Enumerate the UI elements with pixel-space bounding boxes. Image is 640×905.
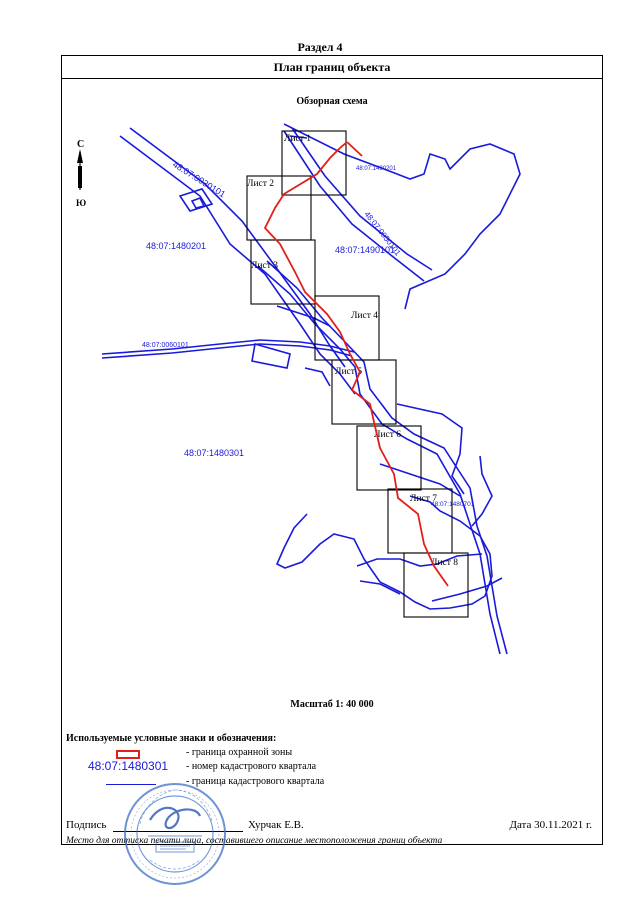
sheet-labels: Лист 1 Лист 2 Лист 3 Лист 4 Лист 5 Лист … xyxy=(247,134,458,568)
cadastral-numbers: 48:07:0030101 48:07:1490201 48:07:005010… xyxy=(142,159,475,508)
legend-text: - номер кадастрового квартала xyxy=(186,761,317,772)
map-scale: Масштаб 1: 40 000 xyxy=(290,699,374,710)
stamp-footnote: Место для оттиска печати лица, составивш… xyxy=(66,836,443,846)
legend-blue-line-icon xyxy=(66,776,186,790)
svg-text:С: С xyxy=(77,139,84,150)
cadastral-number: 48:07:1480701 xyxy=(431,501,475,508)
section-title: Раздел 4 xyxy=(297,40,343,54)
sheet-label: Лист 4 xyxy=(351,311,378,321)
signer-name: Хурчак Е.В. xyxy=(248,819,304,831)
sheet-label: Лист 2 xyxy=(247,179,274,189)
scheme-subtitle: Обзорная схема xyxy=(296,96,368,107)
cadastral-number: 48:07:1480301 xyxy=(184,448,244,458)
cadastral-number: 48:07:1480201 xyxy=(146,241,206,251)
sheet-label: Лист 5 xyxy=(335,367,362,377)
legend-item-zone: - граница охранной зоны xyxy=(66,747,366,761)
cadastral-number: 48:07:0060101 xyxy=(142,342,189,349)
legend-text: - граница охранной зоны xyxy=(186,747,293,758)
signature-label: Подпись xyxy=(66,819,107,831)
page-frame: План границ объекта Обзорная схема С Ю xyxy=(61,55,603,846)
cadastral-number: 48:07:1490101 xyxy=(335,245,395,255)
overview-map[interactable]: С Ю xyxy=(62,56,602,696)
signature-line xyxy=(113,831,243,832)
sheet-label: Лист 6 xyxy=(374,430,401,440)
seal-stamp-icon xyxy=(124,783,226,885)
legend-cadastral-number: 48:07:1480301 xyxy=(88,759,169,773)
protection-zone xyxy=(263,141,449,587)
sheet-label: Лист 8 xyxy=(431,558,458,568)
sheet-label: Лист 1 xyxy=(284,134,311,144)
sheet-label: Лист 3 xyxy=(251,261,278,271)
cadastral-number: 48:07:1490201 xyxy=(356,166,397,172)
svg-text:Ю: Ю xyxy=(76,198,86,208)
sheet-frames xyxy=(246,130,469,618)
cadastral-boundaries xyxy=(101,123,521,655)
signature-row: Подпись Хурчак Е.В. Дата 30.11.2021 г. xyxy=(66,819,598,833)
page-title: План границ объекта xyxy=(62,56,602,79)
legend-item-number: 48:07:1480301 - номер кадастрового кварт… xyxy=(66,759,366,775)
legend-red-rect-icon xyxy=(66,747,186,761)
north-arrow-icon: С Ю xyxy=(76,139,86,208)
legend-text: - граница кадастрового квартала xyxy=(186,776,325,787)
legend-item-boundary: - граница кадастрового квартала xyxy=(66,776,366,790)
signature-date: Дата 30.11.2021 г. xyxy=(509,819,592,831)
cadastral-number: 48:07:0030101 xyxy=(171,159,227,199)
sheet-label: Лист 7 xyxy=(410,494,437,504)
legend-title: Используемые условные знаки и обозначени… xyxy=(66,733,277,744)
